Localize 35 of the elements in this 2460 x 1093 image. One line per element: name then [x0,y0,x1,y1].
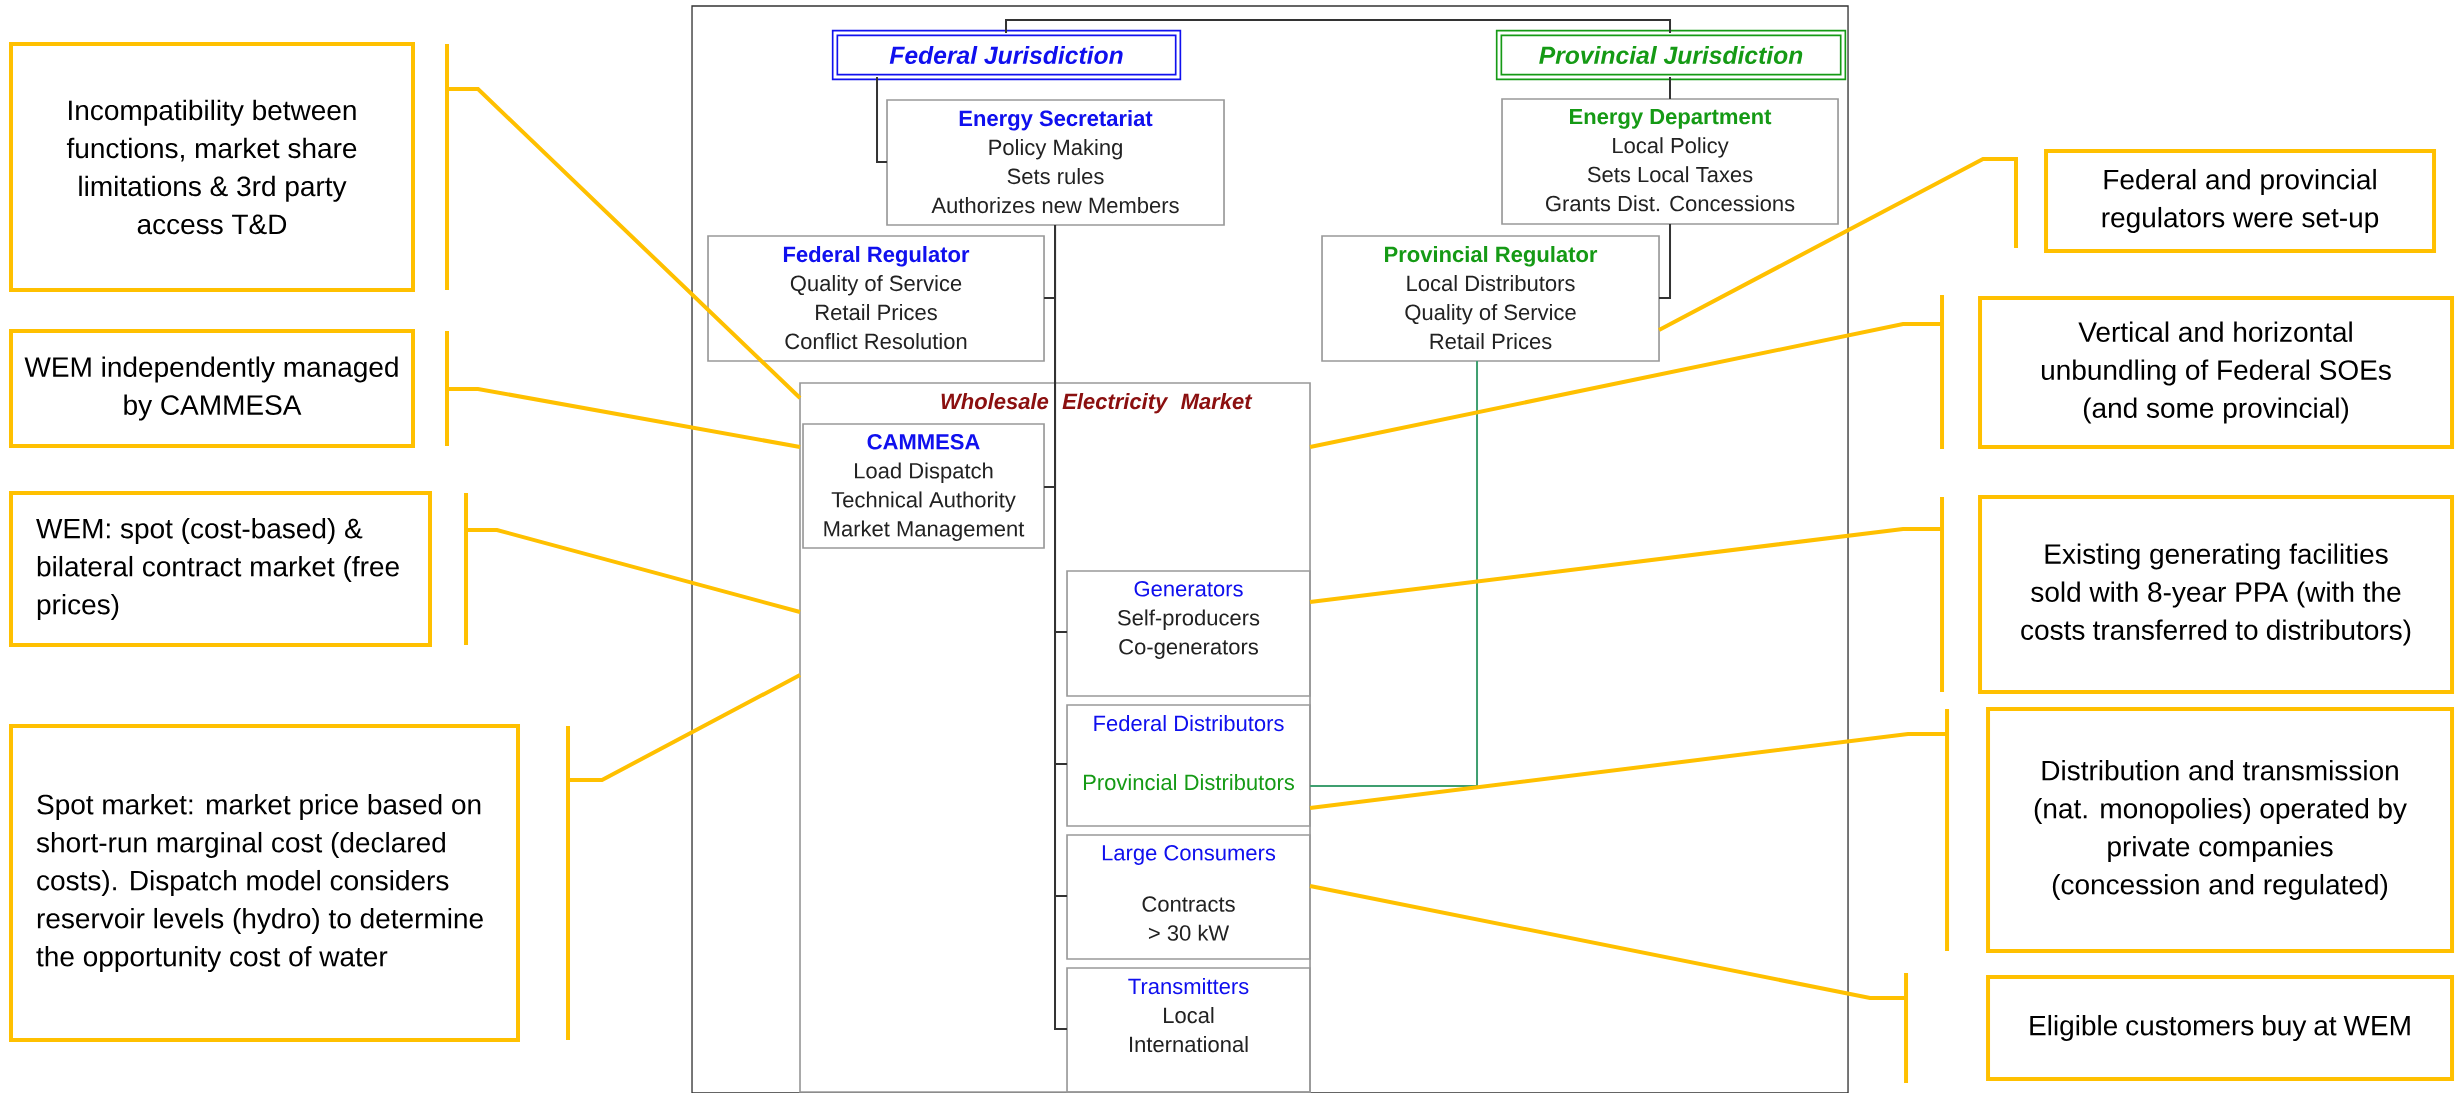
organization-box: Transmitters Local International [1066,967,1311,1093]
connector-line [1005,19,1671,34]
organization-box: Federal Regulator Quality of Service Retail Prices Conflict Resolution [707,235,1045,362]
callout-box: WEM independently managed by CAMMESA [9,329,415,448]
callout-box: Existing generating facilities sold with 8-year PPA (with the costs transferred to distributors) [1978,495,2455,694]
leader-line [1309,732,1948,810]
organization-box: Federal Distributors Provincial Distributors [1066,704,1311,827]
callout-box: Distribution and transmission (nat. monopolies) operated by private companies (concession and regulated) [1986,707,2455,953]
organization-box: CAMMESA Load Dispatch Technical Authority Market Management [802,423,1045,549]
connector-line [1669,76,1671,100]
callout-box: Federal and provincial regulators were set-up [2044,149,2437,253]
leader-line [447,387,801,449]
organization-box: Generators Self-producers Co-generators [1066,570,1311,697]
connector-line [1309,360,1478,787]
callout-box: Eligible customers buy at WEM [1986,975,2455,1081]
callout-box: Vertical and horizontal unbundling of Federal SOEs (and some provincial) [1978,296,2455,449]
jurisdiction-box: Provincial Jurisdiction [1495,29,1847,81]
leader-line [1309,884,1907,1000]
organization-box: Provincial Regulator Local Distributors Quality of Service Retail Prices [1321,235,1660,362]
connector-line [1658,223,1671,299]
leader-line [1309,322,1943,449]
jurisdiction-box: Federal Jurisdiction [831,29,1182,81]
callout-box: Spot market: market price based on short-run marginal cost (declared costs). Dispatch model considers reservoir levels (hydro) to determine the opportunity cost of water [9,724,520,1042]
organization-box: Energy Secretariat Policy Making Sets rules Authorizes new Members [886,99,1225,226]
leader-line [447,87,802,400]
callout-box: Incompatibility between functions, market share limitations & 3rd party access T&D [9,42,415,292]
leader-line [1309,527,1943,604]
connector-line [876,76,888,163]
organization-box: Large Consumers Contracts > 30 kW [1066,834,1311,960]
leader-line [1658,157,2017,332]
callout-box: WEM: spot (cost-based) & bilateral contract market (free prices) [9,491,432,647]
organization-box: Energy Department Local Policy Sets Local Taxes Grants Dist. Concessions [1501,98,1839,225]
connector-line [1054,224,1068,1030]
leader-line [568,673,801,782]
leader-line [466,528,801,614]
